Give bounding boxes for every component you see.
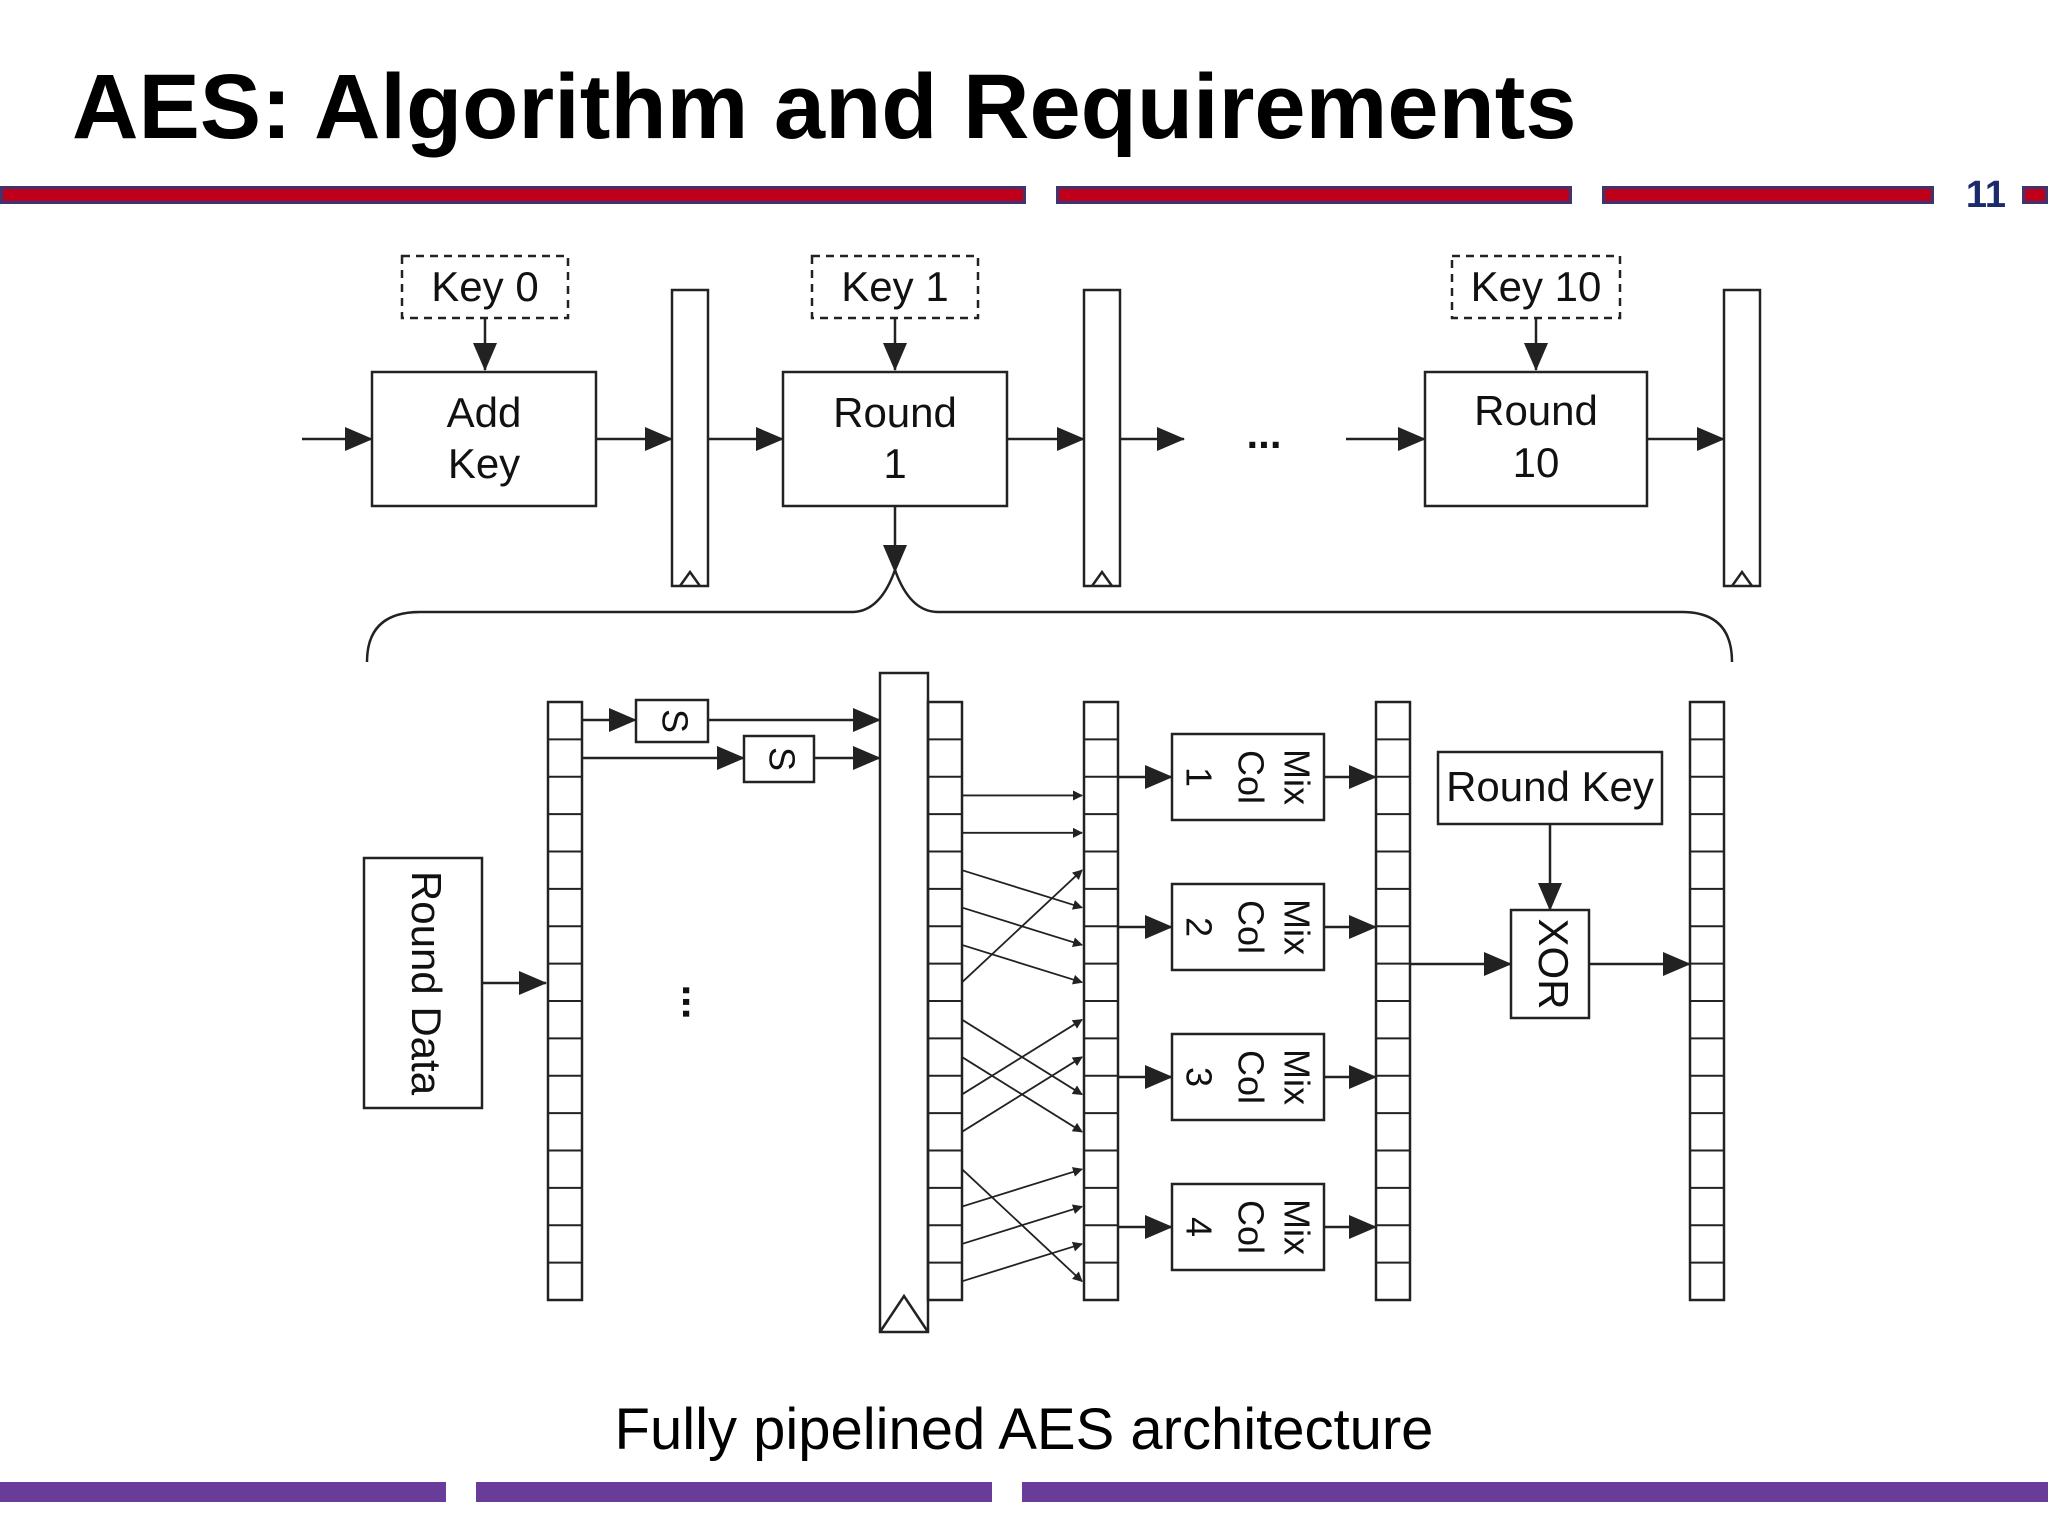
mix-col-1-word-3: 1 [1178,767,1219,787]
shift-rows-wiring [961,790,1083,1283]
add-key-label-2: Key [448,440,520,487]
mix-col-4-word-1: Mix [1276,1199,1317,1255]
rows-ellipsis: ... [674,984,721,1019]
pipeline-register-3 [1722,288,1762,588]
top-divider-bar-2 [1056,186,1572,204]
top-divider-bar-1 [0,186,1026,204]
mix-col-4-word-2: Col [1230,1200,1271,1254]
round-10-label-1: Round [1474,387,1598,434]
sbox-1-label: S [654,709,695,733]
mix-col-1-labels: Mix Col 1 [1178,749,1317,805]
add-key-label-1: Add [447,389,522,436]
sbox-2-label: S [761,747,802,771]
mix-col-4-labels: Mix Col 4 [1178,1199,1317,1255]
mix-col-1-word-2: Col [1230,750,1271,804]
bottom-divider-bar-2 [476,1482,992,1502]
mix-col-2-word-2: Col [1230,900,1271,954]
mix-col-2-word-1: Mix [1276,899,1317,955]
mix-col-2-word-3: 2 [1178,917,1219,937]
page-number: 11 [1965,174,2006,216]
round-1-label-2: 1 [883,440,906,487]
mix-col-3-word-1: Mix [1276,1049,1317,1105]
sbox-output-register [878,671,930,1334]
mix-col-1-word-1: Mix [1276,749,1317,805]
round-ellipsis: ... [1246,410,1281,457]
slide-title: AES: Algorithm and Requirements [72,56,1577,158]
top-divider-bar-3 [1602,186,1934,204]
mix-col-3-word-3: 3 [1178,1067,1219,1087]
xor-label: XOR [1530,918,1577,1009]
key-1-label: Key 1 [841,263,948,310]
top-divider-bar-4 [2022,186,2048,204]
key-0-label: Key 0 [431,263,538,310]
mix-col-3-labels: Mix Col 3 [1178,1049,1317,1105]
key-10-label: Key 10 [1471,263,1602,310]
round-10-label-2: 10 [1513,439,1560,486]
figure-caption: Fully pipelined AES architecture [614,1397,1434,1462]
mix-col-2-labels: Mix Col 2 [1178,899,1317,955]
pipeline-register-2 [1082,288,1122,588]
expansion-brace [365,566,1734,663]
bottom-divider-bar-3 [1022,1482,2048,1502]
round-key-label: Round Key [1446,763,1654,810]
mix-col-4-word-3: 4 [1178,1217,1219,1237]
round-1-label-1: Round [833,389,957,436]
round-data-label: Round Data [403,871,450,1096]
pipeline-register-1 [670,288,710,588]
bottom-divider-bar-1 [0,1482,446,1502]
mix-col-3-word-2: Col [1230,1050,1271,1104]
